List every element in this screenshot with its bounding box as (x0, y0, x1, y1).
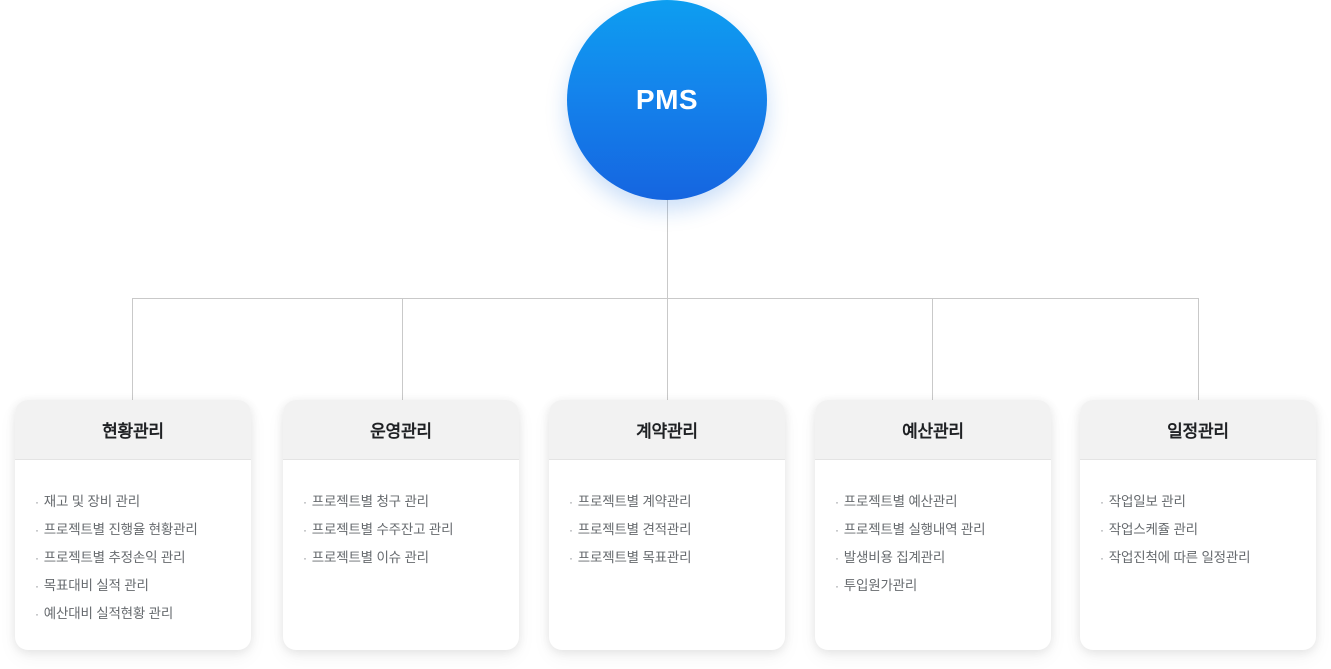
list-item-label: 예산대비 실적현황 관리 (43, 606, 174, 621)
list-item-label: 작업일보 관리 (1108, 494, 1186, 509)
list-item[interactable]: · 작업스케쥴 관리 (1100, 516, 1316, 544)
card-body: · 프로젝트별 계약관리 · 프로젝트별 견적관리 · 프로젝트별 목표관리 (549, 460, 785, 572)
list-item[interactable]: · 프로젝트별 실행내역 관리 (835, 516, 1051, 544)
card-header: 계약관리 (549, 400, 785, 460)
list-item-label: 프로젝트별 계약관리 (577, 494, 692, 509)
connector-root-stem (667, 196, 668, 298)
list-item-label: 발생비용 집계관리 (843, 550, 946, 565)
list-item[interactable]: · 프로젝트별 청구 관리 (303, 488, 519, 516)
list-item[interactable]: · 작업일보 관리 (1100, 488, 1316, 516)
card-body: · 작업일보 관리 · 작업스케쥴 관리 · 작업진척에 따른 일정관리 (1080, 460, 1316, 572)
node-card-gyeyak[interactable]: 계약관리 · 프로젝트별 계약관리 · 프로젝트별 견적관리 · 프로젝트별 목표관리 (549, 400, 785, 650)
card-item-list: · 프로젝트별 예산관리 · 프로젝트별 실행내역 관리 · 발생비용 집계관리 · 투… (835, 488, 1051, 600)
card-header: 예산관리 (815, 400, 1051, 460)
node-card-yesan[interactable]: 예산관리 · 프로젝트별 예산관리 · 프로젝트별 실행내역 관리 · 발생비용 집계… (815, 400, 1051, 650)
bullet-icon: · (35, 607, 39, 621)
connector-drop-2 (667, 298, 668, 400)
card-header: 현황관리 (15, 400, 251, 460)
bullet-icon: · (569, 551, 573, 565)
list-item-label: 프로젝트별 실행내역 관리 (843, 522, 986, 537)
bullet-icon: · (1100, 495, 1104, 509)
card-title: 운영관리 (370, 422, 432, 441)
node-card-unyeong[interactable]: 운영관리 · 프로젝트별 청구 관리 · 프로젝트별 수주잔고 관리 · 프로젝트별 … (283, 400, 519, 650)
connector-drop-0 (132, 298, 133, 400)
list-item-label: 프로젝트별 예산관리 (843, 494, 958, 509)
node-card-hyeonhwang[interactable]: 현황관리 · 재고 및 장비 관리 · 프로젝트별 진행율 현황관리 · 프로젝트별 … (15, 400, 251, 650)
bullet-icon: · (1100, 551, 1104, 565)
card-title: 예산관리 (902, 422, 964, 441)
bullet-icon: · (35, 495, 39, 509)
connector-drop-1 (402, 298, 403, 400)
list-item-label: 목표대비 실적 관리 (43, 578, 149, 593)
card-item-list: · 재고 및 장비 관리 · 프로젝트별 진행율 현황관리 · 프로젝트별 추정손익 … (35, 488, 251, 628)
list-item[interactable]: · 예산대비 실적현황 관리 (35, 600, 251, 628)
card-body: · 프로젝트별 청구 관리 · 프로젝트별 수주잔고 관리 · 프로젝트별 이슈 관리 (283, 460, 519, 572)
card-item-list: · 프로젝트별 계약관리 · 프로젝트별 견적관리 · 프로젝트별 목표관리 (569, 488, 785, 572)
list-item-label: 프로젝트별 견적관리 (577, 522, 692, 537)
root-node-label: PMS (635, 84, 699, 115)
list-item-label: 프로젝트별 청구 관리 (311, 494, 429, 509)
bullet-icon: · (835, 551, 839, 565)
bullet-icon: · (303, 551, 307, 565)
list-item-label: 프로젝트별 수주잔고 관리 (311, 522, 454, 537)
bullet-icon: · (835, 579, 839, 593)
list-item[interactable]: · 프로젝트별 이슈 관리 (303, 544, 519, 572)
card-body: · 재고 및 장비 관리 · 프로젝트별 진행율 현황관리 · 프로젝트별 추정손익 … (15, 460, 251, 628)
root-node-pms[interactable]: PMS (567, 0, 767, 200)
bullet-icon: · (835, 495, 839, 509)
card-body: · 프로젝트별 예산관리 · 프로젝트별 실행내역 관리 · 발생비용 집계관리 · 투… (815, 460, 1051, 600)
connector-horizontal-bus (132, 298, 1198, 299)
list-item-label: 작업스케쥴 관리 (1108, 522, 1198, 537)
list-item[interactable]: · 목표대비 실적 관리 (35, 572, 251, 600)
connector-drop-4 (1198, 298, 1199, 400)
bullet-icon: · (35, 551, 39, 565)
list-item[interactable]: · 발생비용 집계관리 (835, 544, 1051, 572)
list-item-label: 재고 및 장비 관리 (43, 494, 140, 509)
card-title: 현황관리 (102, 422, 164, 441)
list-item[interactable]: · 프로젝트별 목표관리 (569, 544, 785, 572)
card-header: 운영관리 (283, 400, 519, 460)
list-item[interactable]: · 재고 및 장비 관리 (35, 488, 251, 516)
card-item-list: · 프로젝트별 청구 관리 · 프로젝트별 수주잔고 관리 · 프로젝트별 이슈 관리 (303, 488, 519, 572)
list-item-label: 투입원가관리 (843, 578, 918, 593)
bullet-icon: · (35, 523, 39, 537)
list-item[interactable]: · 프로젝트별 추정손익 관리 (35, 544, 251, 572)
bullet-icon: · (569, 495, 573, 509)
card-title: 계약관리 (636, 422, 698, 441)
bullet-icon: · (35, 579, 39, 593)
card-header: 일정관리 (1080, 400, 1316, 460)
bullet-icon: · (303, 495, 307, 509)
bullet-icon: · (303, 523, 307, 537)
list-item[interactable]: · 작업진척에 따른 일정관리 (1100, 544, 1316, 572)
list-item[interactable]: · 프로젝트별 계약관리 (569, 488, 785, 516)
list-item-label: 프로젝트별 목표관리 (577, 550, 692, 565)
list-item[interactable]: · 프로젝트별 견적관리 (569, 516, 785, 544)
list-item-label: 작업진척에 따른 일정관리 (1108, 550, 1251, 565)
card-item-list: · 작업일보 관리 · 작업스케쥴 관리 · 작업진척에 따른 일정관리 (1100, 488, 1316, 572)
list-item[interactable]: · 프로젝트별 예산관리 (835, 488, 1051, 516)
bullet-icon: · (1100, 523, 1104, 537)
connector-drop-3 (932, 298, 933, 400)
list-item[interactable]: · 프로젝트별 수주잔고 관리 (303, 516, 519, 544)
list-item-label: 프로젝트별 추정손익 관리 (43, 550, 186, 565)
node-card-iljeong[interactable]: 일정관리 · 작업일보 관리 · 작업스케쥴 관리 · 작업진척에 따른 일정관리 (1080, 400, 1316, 650)
card-title: 일정관리 (1167, 422, 1229, 441)
list-item-label: 프로젝트별 이슈 관리 (311, 550, 429, 565)
list-item-label: 프로젝트별 진행율 현황관리 (43, 522, 198, 537)
list-item[interactable]: · 투입원가관리 (835, 572, 1051, 600)
bullet-icon: · (835, 523, 839, 537)
bullet-icon: · (569, 523, 573, 537)
list-item[interactable]: · 프로젝트별 진행율 현황관리 (35, 516, 251, 544)
